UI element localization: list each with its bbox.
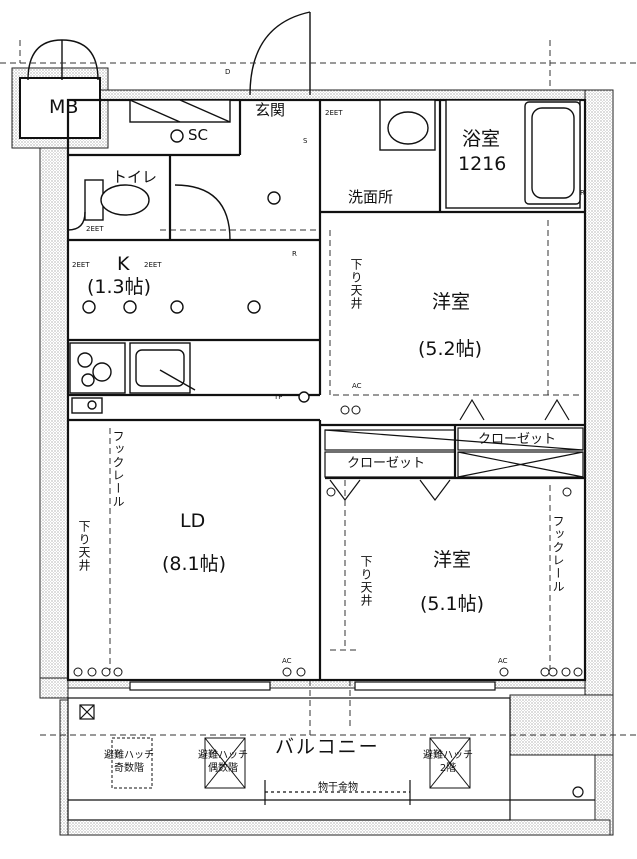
ac-label-2: AC [282,657,292,665]
sc-label: SC [188,126,208,144]
ld-label: LD [180,510,206,532]
west-room-2-size-label: (5.1帖) [420,593,485,615]
kitchen-fixtures [69,342,196,414]
toilet-label: トイレ [112,168,158,186]
hatch-odd-line1: 避難ハッチ [104,750,154,761]
hook-rail-note-ld: フックレール [111,430,125,508]
drying-rack-label: 物干金物 [318,782,358,793]
closets [324,427,584,478]
bath-label: 浴室 [462,128,501,150]
bath-size-label: 1216 [458,153,507,175]
windows [129,681,496,691]
hatch-second-line1: 避難ハッチ [423,750,473,761]
hatch-even-line1: 避難ハッチ [198,750,248,761]
toilet-fixture [67,179,231,241]
balcony-label: バルコニー [275,736,380,758]
balcony-outline [67,697,595,821]
entrance-label: 玄関 [255,101,286,119]
hatch-second: 避難ハッチ 2階 [423,750,473,775]
ac-label-1: AC [352,382,362,390]
d-label: D [225,68,231,76]
ac-label-3: AC [498,657,508,665]
door-swings [329,398,570,501]
entrance-door-arcs [27,11,311,96]
lowered-ceiling-note-ld: 下り天井 [77,520,91,572]
hatch-even-line2: 偶数階 [208,762,238,774]
closet-right-label: クローゼット [478,432,557,447]
hatch-second-line2: 2階 [439,762,457,774]
eet-label-2: 2EET [72,261,90,269]
washroom-label: 洗面所 [348,188,394,206]
kitchen-label: K [117,253,130,275]
mb-box [19,77,101,139]
eet-label-1: 2EET [325,109,343,117]
kitchen-size-label: (1.3帖) [87,276,152,298]
hatch-odd: 避難ハッチ 奇数階 [104,750,154,775]
eet-label-3: 2EET [144,261,162,269]
bath-fixtures [129,99,581,209]
closet-left-label: クローゼット [347,456,426,471]
eet-label-4: 2EET [86,225,104,233]
west-room-1-label: 洋室 [432,291,471,313]
tp-label: TP [274,393,283,401]
mb-label: MB [49,96,79,118]
interior-walls [66,98,587,682]
evacuation-hatches [111,737,471,789]
lowered-ceiling-note-2: 下り天井 [359,555,373,607]
r-label-2: R [580,189,585,197]
hook-rail-note-right: フックレール [551,515,565,593]
ld-size-label: (8.1帖) [162,553,227,575]
exterior-walls [11,67,614,836]
west-room-1-size-label: (5.2帖) [418,338,483,360]
lowered-ceiling-note-1: 下り天井 [349,258,363,310]
r-label-1: R [292,250,297,258]
s-label: S [303,137,308,145]
dashed-lines [0,40,637,736]
hatch-even: 避難ハッチ 偶数階 [198,750,248,775]
ceiling-lights [82,129,310,403]
hatch-odd-line2: 奇数階 [114,762,144,774]
west-room-2-label: 洋室 [433,549,472,571]
outlet-markers [73,405,583,677]
